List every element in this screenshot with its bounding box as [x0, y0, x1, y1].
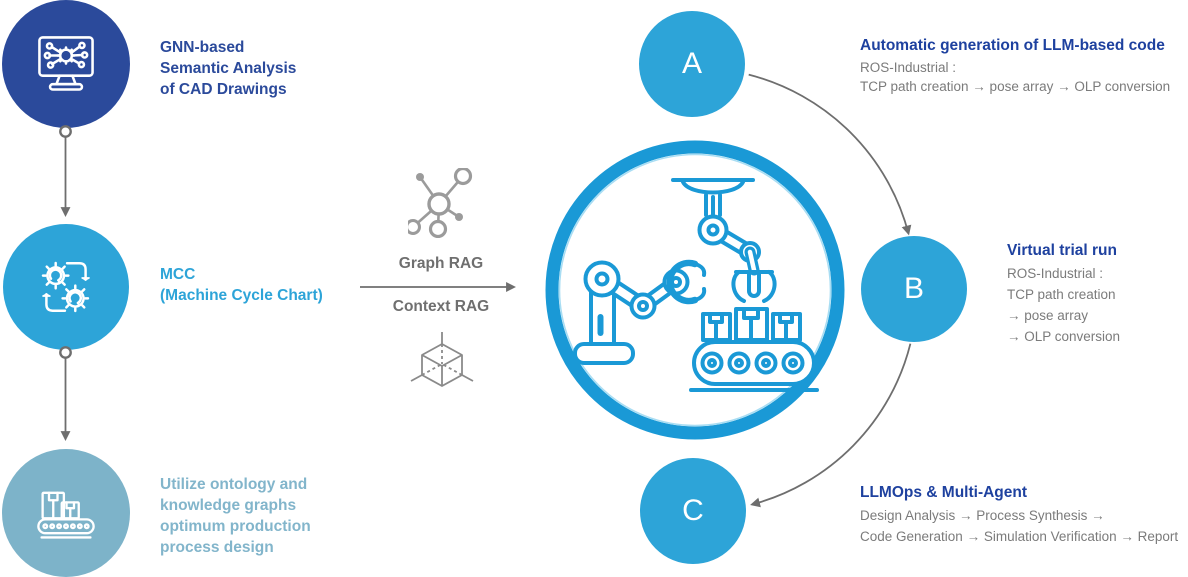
stage-letter-c: C: [682, 494, 704, 527]
context-rag-label: Context RAG: [392, 298, 490, 315]
step-label-mcc: MCC (Machine Cycle Chart): [160, 266, 323, 304]
stage-text-b: Virtual trial run ROS-Industrial : TCP p…: [1007, 241, 1120, 347]
stage-text-a: Automatic generation of LLM-based code R…: [860, 36, 1170, 96]
step-circle-mcc: [3, 224, 129, 350]
stage-c-line: Code Generation → Simulation Verificatio…: [860, 529, 1179, 544]
step-circle-cad-analysis: [2, 0, 130, 128]
stage-circle-a: A: [639, 11, 745, 117]
stage-a-line: ROS-Industrial :: [860, 60, 957, 75]
network-graph-icon: [408, 168, 473, 238]
stage-letter-b: B: [903, 272, 924, 305]
stage-b-title: Virtual trial run: [1007, 242, 1117, 259]
conveyor-boxes-icon: [37, 491, 95, 539]
stage-text-c: LLMOps & Multi-Agent Design Analysis → P…: [860, 483, 1178, 547]
stage-circle-b: B: [861, 236, 967, 342]
stage-b-line: → OLP conversion: [1007, 329, 1121, 344]
stage-a-title: Automatic generation of LLM-based code: [860, 37, 1165, 54]
gears-cycle-icon: [41, 261, 90, 313]
stage-b-line: → pose array: [1007, 308, 1089, 323]
stage-c-title: LLMOps & Multi-Agent: [860, 484, 1028, 501]
graph-rag-label: Graph RAG: [398, 255, 484, 272]
cad-monitor-icon: [38, 36, 94, 91]
stage-b-line: ROS-Industrial :: [1007, 266, 1104, 281]
stage-letter-a: A: [681, 47, 702, 80]
central-circle-robotic-cell: [545, 140, 845, 440]
wireframe-cube-icon: [410, 332, 474, 387]
step-label-cad-analysis: GNN-based Semantic Analysis of CAD Drawi…: [160, 39, 297, 98]
step-label-ontology: Utilize ontology and knowledge graphs op…: [160, 476, 311, 556]
stage-circle-c: C: [640, 458, 746, 564]
stage-c-line: Design Analysis → Process Synthesis →: [860, 508, 1105, 523]
stage-a-line: TCP path creation → pose array → OLP con…: [860, 79, 1171, 94]
step-circle-ontology: [2, 449, 130, 577]
stage-b-line: TCP path creation: [1007, 287, 1116, 302]
